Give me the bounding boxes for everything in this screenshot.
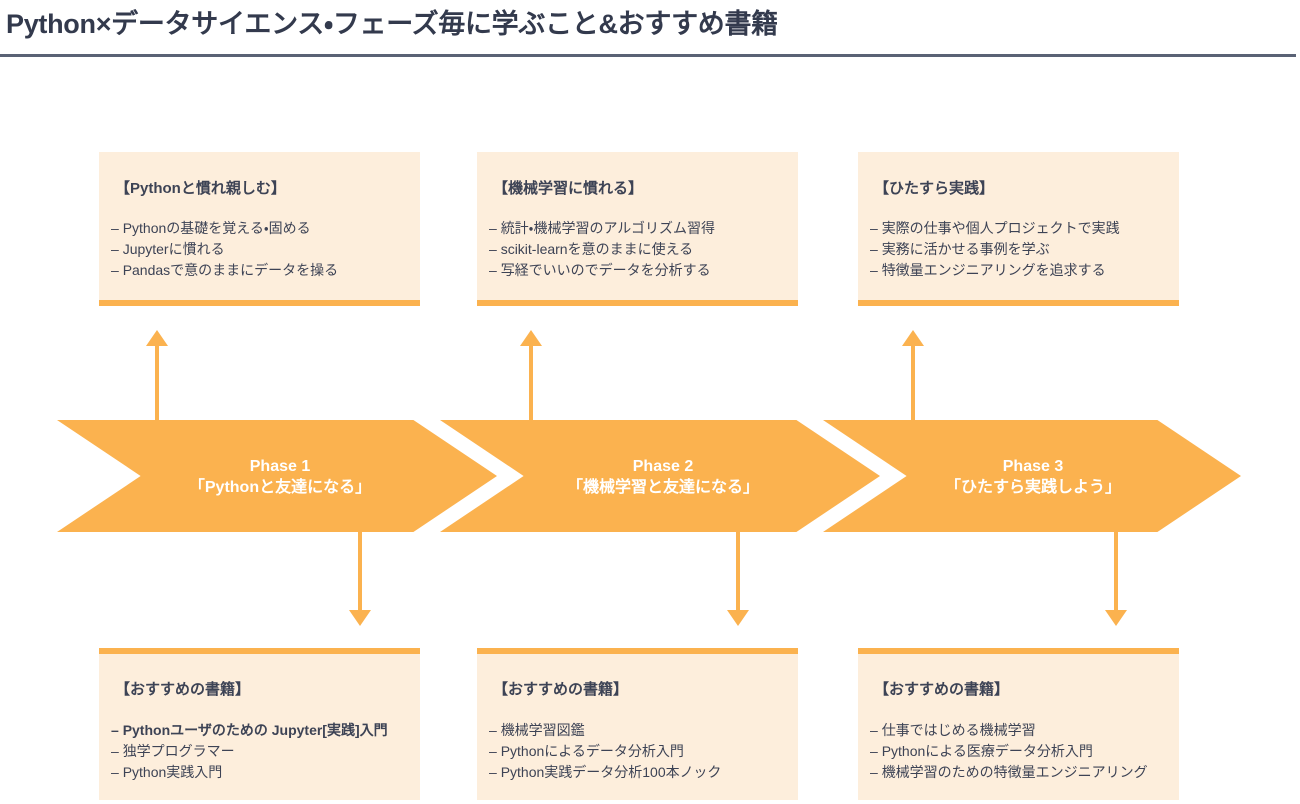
arrow-down-phase-3: [1105, 530, 1127, 626]
books-card-phase-1: 【おすすめの書籍】 Pythonユーザのための Jupyter[実践]入門 独学…: [99, 648, 420, 800]
card-accent-bar: [99, 648, 420, 654]
card-item-list: 実際の仕事や個人プロジェクトで実践 実務に活かせる事例を学ぶ 特徴量エンジニアリ…: [870, 218, 1171, 281]
card-accent-bar: [858, 648, 1179, 654]
phase-chevron-3-label: Phase 3 「ひたすら実践しよう」: [823, 456, 1241, 498]
card-heading: 【おすすめの書籍】: [115, 681, 251, 698]
arrow-up-phase-2: [520, 330, 542, 422]
books-card-phase-2: 【おすすめの書籍】 機械学習図鑑 Pythonによるデータ分析入門 Python…: [477, 648, 798, 800]
arrow-down-phase-2: [727, 530, 749, 626]
learning-card-phase-3: 【ひたすら実践】 実際の仕事や個人プロジェクトで実践 実務に活かせる事例を学ぶ …: [858, 152, 1179, 306]
card-heading: 【Pythonと慣れ親しむ】: [115, 180, 286, 197]
arrow-head-icon: [727, 610, 749, 626]
card-heading: 【おすすめの書籍】: [874, 681, 1010, 698]
list-item: 独学プログラマー: [111, 741, 412, 762]
page-title: Python×データサイエンス・フェーズ毎に学ぶこと&おすすめ書籍: [6, 9, 778, 39]
phase-chevron-2-label: Phase 2 「機械学習と友達になる」: [440, 456, 880, 498]
phase-chevron-2-line2: 「機械学習と友達になる」: [566, 479, 759, 496]
books-card-phase-3: 【おすすめの書籍】 仕事ではじめる機械学習 Pythonによる医療データ分析入門…: [858, 648, 1179, 800]
card-heading: 【ひたすら実践】: [874, 180, 995, 197]
arrow-shaft: [736, 530, 740, 613]
list-item: 写経でいいのでデータを分析する: [489, 260, 790, 281]
card-heading: 【おすすめの書籍】: [493, 681, 629, 698]
list-item: Pythonによる医療データ分析入門: [870, 741, 1171, 762]
list-item: 実際の仕事や個人プロジェクトで実践: [870, 218, 1171, 239]
phase-chevron-band: Phase 1 「Pythonと友達になる」 Phase 2 「機械学習と友達に…: [0, 420, 1300, 532]
list-item: Pythonによるデータ分析入門: [489, 741, 790, 762]
title-divider: [0, 54, 1296, 57]
phase-chevron-1[interactable]: Phase 1 「Pythonと友達になる」: [57, 420, 497, 532]
list-item: Jupyterに慣れる: [111, 239, 412, 260]
list-item: 機械学習のための特徴量エンジニアリング: [870, 762, 1171, 783]
card-item-list: Pythonユーザのための Jupyter[実践]入門 独学プログラマー Pyt…: [111, 720, 412, 783]
arrow-head-icon: [902, 330, 924, 346]
list-item: Pandasで意のままにデータを操る: [111, 260, 412, 281]
phase-chevron-1-label: Phase 1 「Pythonと友達になる」: [57, 456, 497, 498]
learning-card-phase-1: 【Pythonと慣れ親しむ】 Pythonの基礎を覚える・固める Jupyter…: [99, 152, 420, 306]
list-item: Python実践データ分析100本ノック: [489, 762, 790, 783]
arrow-up-phase-1: [146, 330, 168, 422]
card-accent-bar: [477, 300, 798, 306]
card-accent-bar: [858, 300, 1179, 306]
arrow-up-phase-3: [902, 330, 924, 422]
list-item: 実務に活かせる事例を学ぶ: [870, 239, 1171, 260]
phase-chevron-2[interactable]: Phase 2 「機械学習と友達になる」: [440, 420, 880, 532]
phase-chevron-3-line2: 「ひたすら実践しよう」: [944, 479, 1121, 496]
arrow-head-icon: [349, 610, 371, 626]
card-accent-bar: [477, 648, 798, 654]
card-heading: 【機械学習に慣れる】: [493, 180, 644, 197]
phase-chevron-1-line2: 「Pythonと友達になる」: [188, 479, 372, 496]
arrow-head-icon: [1105, 610, 1127, 626]
arrow-head-icon: [146, 330, 168, 346]
list-item: scikit-learnを意のままに使える: [489, 239, 790, 260]
phase-chevron-2-line1: Phase 2: [632, 458, 694, 475]
card-item-list: Pythonの基礎を覚える・固める Jupyterに慣れる Pandasで意のま…: [111, 218, 412, 281]
list-item: 特徴量エンジニアリングを追求する: [870, 260, 1171, 281]
phase-chevron-3[interactable]: Phase 3 「ひたすら実践しよう」: [823, 420, 1241, 532]
card-item-list: 統計・機械学習のアルゴリズム習得 scikit-learnを意のままに使える 写…: [489, 218, 790, 281]
card-item-list: 機械学習図鑑 Pythonによるデータ分析入門 Python実践データ分析100…: [489, 720, 790, 783]
arrow-head-icon: [520, 330, 542, 346]
list-item: 統計・機械学習のアルゴリズム習得: [489, 218, 790, 239]
card-item-list: 仕事ではじめる機械学習 Pythonによる医療データ分析入門 機械学習のための特…: [870, 720, 1171, 783]
arrow-down-phase-1: [349, 530, 371, 626]
list-item: 機械学習図鑑: [489, 720, 790, 741]
card-accent-bar: [99, 300, 420, 306]
arrow-shaft: [529, 343, 533, 422]
phase-chevron-1-line1: Phase 1: [249, 458, 311, 475]
learning-card-phase-2: 【機械学習に慣れる】 統計・機械学習のアルゴリズム習得 scikit-learn…: [477, 152, 798, 306]
phase-chevron-3-line1: Phase 3: [1002, 458, 1064, 475]
list-item: 仕事ではじめる機械学習: [870, 720, 1171, 741]
list-item: Python実践入門: [111, 762, 412, 783]
arrow-shaft: [155, 343, 159, 422]
list-item: Pythonの基礎を覚える・固める: [111, 218, 412, 239]
arrow-shaft: [1114, 530, 1118, 613]
list-item: Pythonユーザのための Jupyter[実践]入門: [111, 720, 412, 741]
arrow-shaft: [911, 343, 915, 422]
arrow-shaft: [358, 530, 362, 613]
